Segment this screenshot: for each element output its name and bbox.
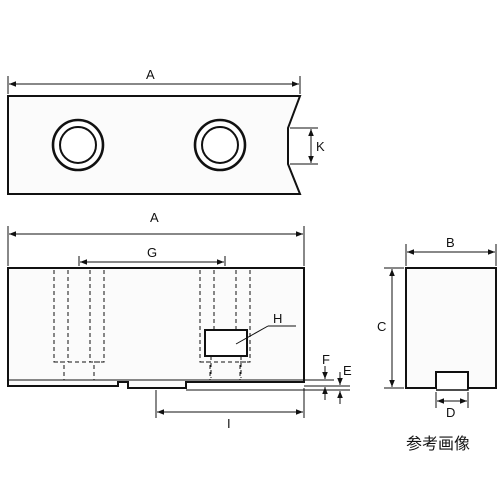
hidden-counterbore-right: [199, 270, 251, 380]
front-view-body: [7, 267, 305, 389]
leader-line-h: [235, 325, 269, 345]
label-c: C: [377, 319, 386, 334]
label-d: D: [446, 405, 455, 420]
side-view: B C D: [377, 235, 497, 420]
label-e: E: [343, 363, 352, 378]
label-a-front: A: [150, 210, 159, 225]
hidden-counterbore-left: [53, 270, 105, 380]
label-b: B: [446, 235, 455, 250]
label-g: G: [147, 245, 157, 260]
side-view-key: [436, 371, 469, 391]
label-f: F: [322, 352, 330, 367]
label-i: I: [227, 416, 231, 431]
reference-image-caption: 参考画像: [406, 434, 470, 453]
label-a-top: A: [146, 67, 155, 82]
bolt-hole-right-inner: [201, 126, 239, 164]
bolt-hole-left-inner: [59, 126, 97, 164]
key-block-h: [204, 329, 248, 357]
side-view-body: [405, 267, 497, 389]
label-h: H: [273, 311, 282, 326]
front-view: A G H F E I: [7, 210, 352, 431]
top-view: A K: [7, 67, 325, 195]
label-k: K: [316, 139, 325, 154]
